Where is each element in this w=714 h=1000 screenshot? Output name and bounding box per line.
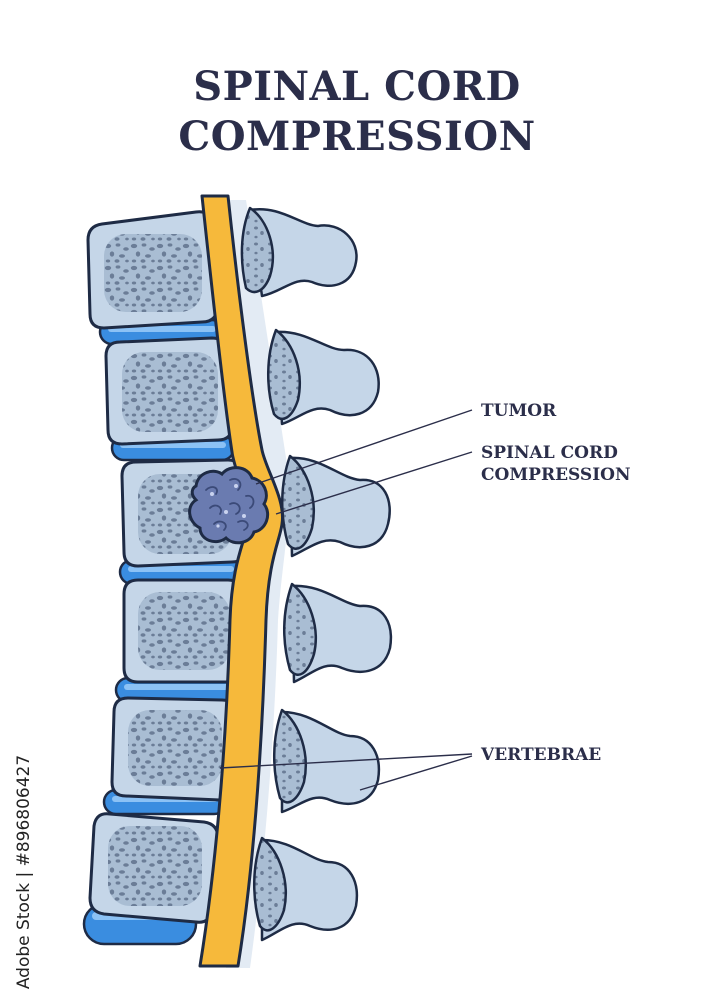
spinous-process-5 [273,708,381,814]
title-line-1: SPINAL CORD [193,63,521,110]
diagram-title: SPINAL CORD COMPRESSION [0,62,714,162]
spinous-process-2 [267,328,380,426]
vertebra-5 [110,696,238,802]
tumor [188,466,270,545]
spinal-cord-compression-label: SPINAL CORD COMPRESSION [481,443,631,485]
spinous-process-1 [240,206,358,298]
vertebra-2 [104,336,234,446]
spinous-process-6 [253,836,359,942]
vertebrae-label: VERTEBRAE [481,745,602,765]
vertebra-leader-line-2 [359,755,473,791]
tumor-leader-line [255,409,473,485]
spinous-processes [240,206,393,942]
compression-leader-line [275,451,473,515]
spinous-process-4 [283,582,393,684]
stock-id-watermark: Adobe Stock | #896806427 [14,754,34,990]
leader-lines [219,409,473,791]
vertebra-4 [122,578,244,684]
spinous-process-3 [281,454,391,558]
spinal-cord [198,194,284,968]
tumor-label: TUMOR [481,401,557,421]
title-line-2: COMPRESSION [178,113,536,160]
vertebra-1 [86,210,220,330]
vertebra-leader-line-1 [219,753,473,769]
vertebra-6 [88,812,220,924]
